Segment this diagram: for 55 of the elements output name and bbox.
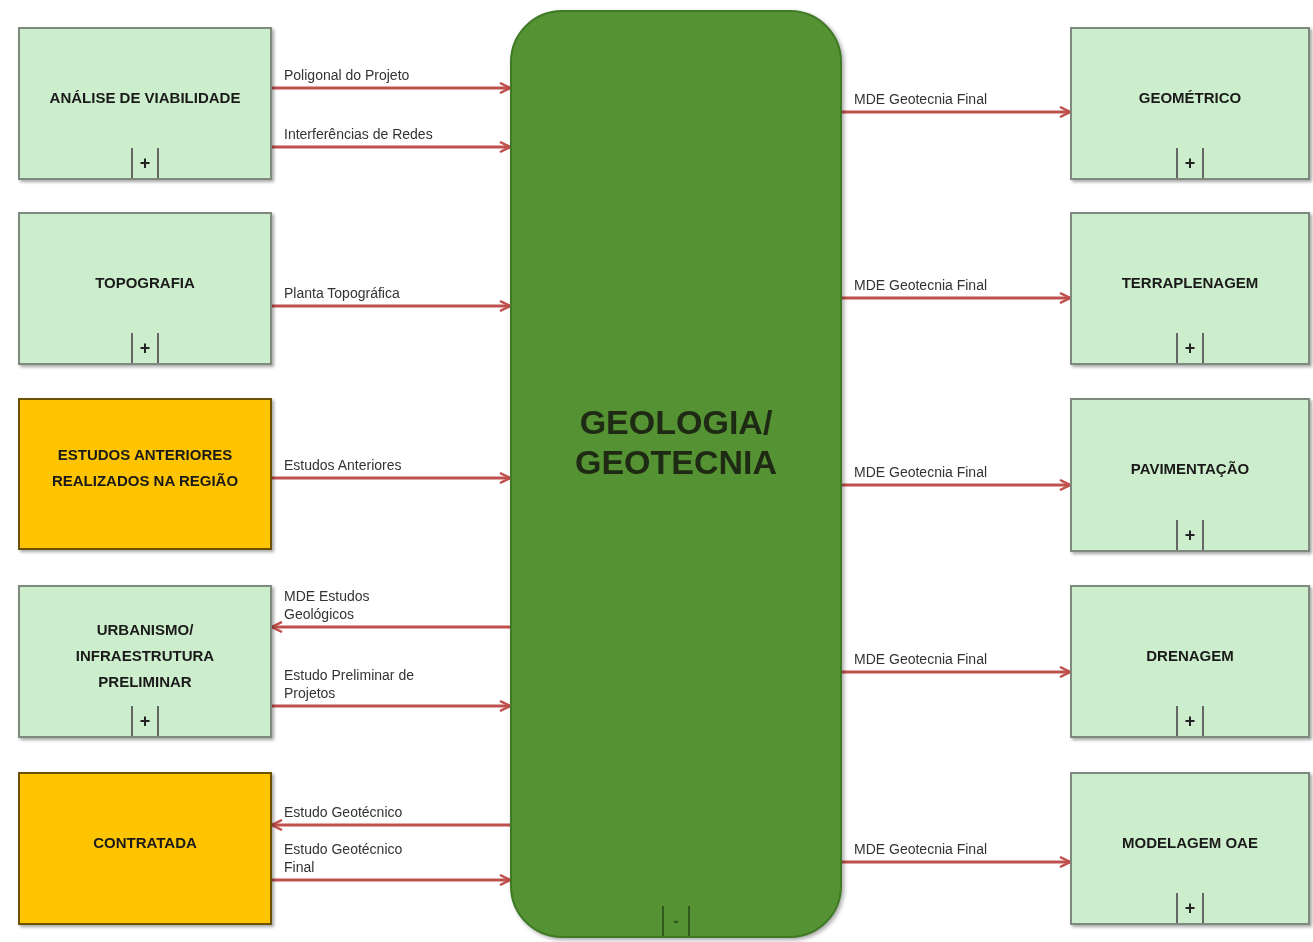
expand-sign: + xyxy=(131,148,159,178)
process-box xyxy=(18,772,272,925)
node-title: ESTUDOS ANTERIORES REALIZADOS NA REGIÃO xyxy=(50,445,240,491)
edge-label: Estudo Preliminar de Projetos xyxy=(284,666,415,702)
collapse-sign: - xyxy=(662,906,690,936)
process-box xyxy=(1070,27,1310,180)
arrow xyxy=(272,873,512,887)
node-title: PAVIMENTAÇÃO xyxy=(1129,459,1251,479)
expand-sign: + xyxy=(131,333,159,363)
arrow xyxy=(272,81,512,95)
process-box xyxy=(1070,398,1310,552)
arrow xyxy=(842,665,1072,679)
central-box xyxy=(510,10,842,938)
expand-sign: + xyxy=(1176,520,1204,550)
process-box xyxy=(1070,585,1310,738)
arrow xyxy=(842,855,1072,869)
edge-label: MDE Geotecnia Final xyxy=(854,276,988,294)
expand-sign: + xyxy=(1176,148,1204,178)
edge-label: MDE Geotecnia Final xyxy=(854,463,988,481)
edge-label: Interferências de Redes xyxy=(284,125,433,143)
node-title: TOPOGRAFIA xyxy=(94,272,196,293)
node-title: GEOLOGIA/ GEOTECNIA xyxy=(573,402,779,482)
node-title: URBANISMO/ INFRAESTRUTURA PRELIMINAR xyxy=(74,619,216,692)
arrow xyxy=(842,291,1072,305)
node-title: GEOMÉTRICO xyxy=(1137,87,1243,108)
node-title: TERRAPLENAGEM xyxy=(1120,272,1260,293)
edge-label: MDE Geotecnia Final xyxy=(854,90,988,108)
arrow xyxy=(272,471,512,485)
edge-label: Estudo Geotécnico Final xyxy=(284,840,404,876)
arrow xyxy=(272,299,512,313)
expand-sign: + xyxy=(1176,706,1204,736)
node-title: DRENAGEM xyxy=(1145,645,1235,666)
process-box xyxy=(18,27,272,180)
edge-label: Estudos Anteriores xyxy=(284,456,402,474)
arrow xyxy=(842,105,1072,119)
edge-label: MDE Estudos Geológicos xyxy=(284,587,371,623)
process-box xyxy=(1070,212,1310,365)
edge-label: MDE Geotecnia Final xyxy=(854,650,988,668)
edge-label: Estudo Geotécnico xyxy=(284,803,403,821)
arrow xyxy=(842,478,1072,492)
arrow xyxy=(272,140,512,154)
process-box xyxy=(18,398,272,550)
edge-label: Planta Topográfica xyxy=(284,284,400,302)
process-box xyxy=(1070,772,1310,925)
process-box xyxy=(18,212,272,365)
process-box xyxy=(18,585,272,738)
edge-label: Poligonal do Projeto xyxy=(284,66,410,84)
node-title: MODELAGEM OAE xyxy=(1121,832,1259,853)
arrow xyxy=(272,699,512,713)
expand-sign: + xyxy=(1176,333,1204,363)
expand-sign: + xyxy=(131,706,159,736)
node-title: CONTRATADA xyxy=(92,832,198,853)
node-title: ANÁLISE DE VIABILIDADE xyxy=(48,87,242,108)
expand-sign: + xyxy=(1176,893,1204,923)
edge-label: MDE Geotecnia Final xyxy=(854,840,988,858)
